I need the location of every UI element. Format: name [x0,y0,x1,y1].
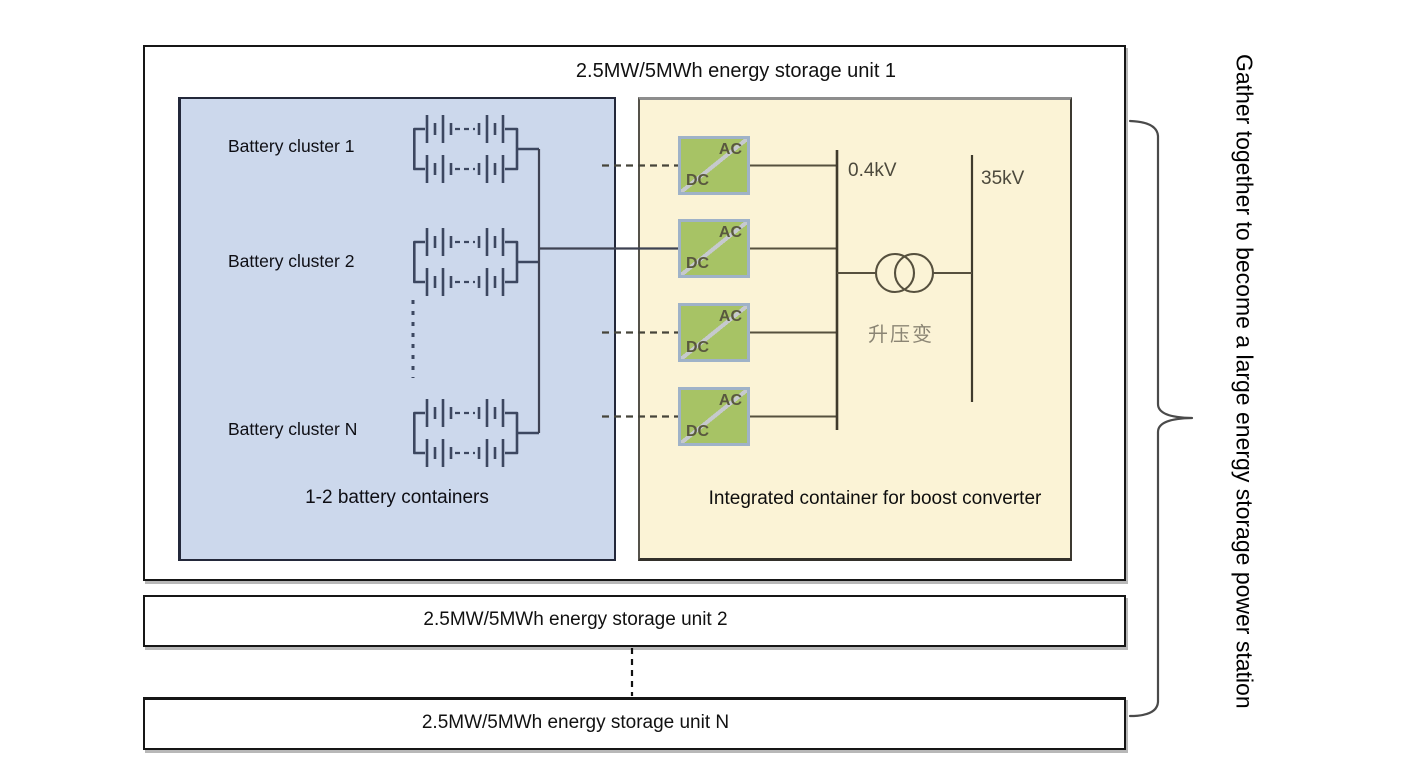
energy-storage-unit-2-box: 2.5MW/5MWh energy storage unit 2 [143,595,1126,647]
battery-cluster-1-label: Battery cluster 1 [228,136,355,156]
ac-dc-converter-3: AC DC [678,303,750,362]
ac-dc-converter-2: AC DC [678,219,750,278]
high-voltage-label: 35kV [981,168,1025,189]
dc-label: DC [686,172,710,189]
annotation-vertical-text: Gather together to become a large energy… [1231,54,1258,709]
battery-container-box [178,97,616,561]
dc-label: DC [686,339,710,356]
unit-1-title: 2.5MW/5MWh energy storage unit 1 [575,60,897,82]
unit-n-title: 2.5MW/5MWh energy storage unit N [421,712,730,733]
gather-brace-icon [1128,119,1194,718]
low-voltage-label: 0.4kV [848,160,897,181]
dc-label: DC [686,255,710,272]
ac-dc-converter-4: AC DC [678,387,750,446]
ac-dc-converter-1: AC DC [678,136,750,195]
unit-2-title: 2.5MW/5MWh energy storage unit 2 [423,609,728,630]
battery-cluster-2-label: Battery cluster 2 [228,251,355,271]
boost-container-caption: Integrated container for boost converter [708,488,1042,509]
battery-container-caption: 1-2 battery containers [305,487,489,508]
dc-label: DC [686,423,710,440]
ac-label: AC [718,392,742,409]
energy-storage-unit-n-box: 2.5MW/5MWh energy storage unit N [143,697,1126,750]
transformer-label: 升压变 [868,324,934,346]
ac-label: AC [718,141,742,158]
ac-label: AC [718,308,742,325]
ac-label: AC [718,224,742,241]
battery-cluster-n-label: Battery cluster N [228,419,358,439]
